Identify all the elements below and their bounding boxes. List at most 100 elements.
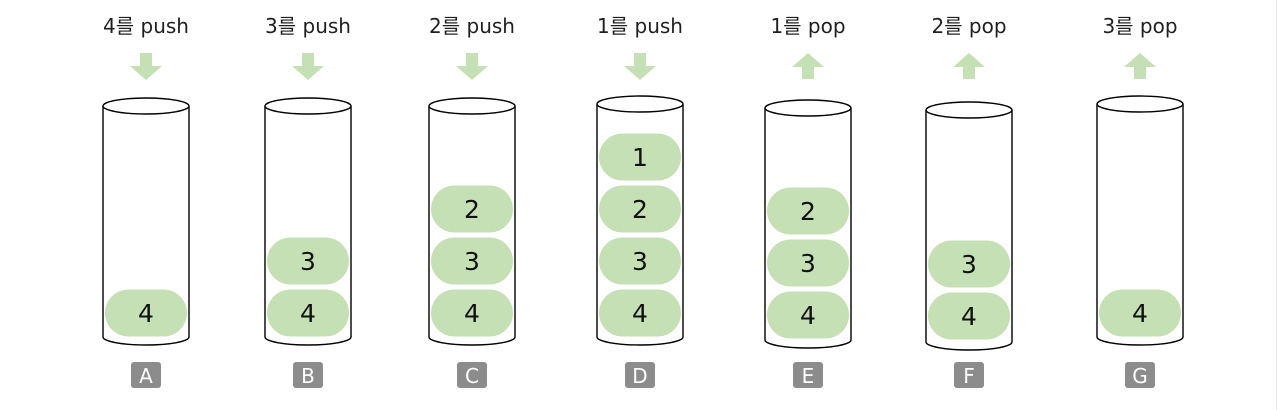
stack-badge-letter: E [802, 364, 815, 388]
stack-panel-f: 2를 pop 4 3F [925, 14, 1013, 388]
stack-item-box [431, 289, 513, 337]
stack-item-box [105, 289, 187, 337]
stack-panel-d: 1를 push 4 3 2 1D [596, 14, 684, 388]
stack-item: 1 [599, 133, 681, 181]
stack-badge-letter: B [301, 364, 315, 388]
push-arrow-down-icon [130, 53, 162, 80]
stack-badge-box [1125, 362, 1155, 388]
pop-arrow-up-icon [1124, 53, 1156, 79]
stack-badge-letter: G [1132, 364, 1148, 388]
stack-container-rim [596, 95, 684, 113]
operation-label: 3를 push [265, 14, 351, 38]
push-arrow-down-icon [624, 53, 656, 80]
stack-item-box [1099, 289, 1181, 337]
stack-item-box [767, 187, 849, 235]
stack-item-box [599, 289, 681, 337]
stack-panel-a: 4를 push 4A [102, 14, 190, 388]
stack-badge: A [131, 362, 161, 388]
stack-item-value: 2 [632, 195, 648, 224]
operation-label: 4를 push [103, 14, 189, 38]
stack-badge: C [457, 362, 487, 388]
stack-item-value: 3 [300, 247, 316, 276]
stack-item: 3 [767, 239, 849, 287]
stack-item-box [767, 291, 849, 339]
stack-badge-box [293, 362, 323, 388]
stack-item: 3 [431, 237, 513, 285]
stack-container-rim [102, 97, 190, 115]
stack-item-box [599, 237, 681, 285]
page-edge-divider [1276, 0, 1277, 410]
operation-label: 1를 push [597, 14, 683, 38]
stack-item-box [267, 237, 349, 285]
stack-item-box [431, 185, 513, 233]
stack-item-value: 4 [300, 299, 316, 328]
stack-container-rim [764, 99, 852, 117]
stack-item-box [928, 292, 1010, 340]
stack-item-box [928, 240, 1010, 288]
stack-badge-letter: C [465, 364, 479, 388]
stack-badge-letter: F [963, 364, 975, 388]
stack-item: 3 [928, 240, 1010, 288]
stack-item: 2 [767, 187, 849, 235]
stack-item-box [599, 133, 681, 181]
operation-label: 2를 pop [931, 14, 1006, 38]
stack-item-value: 4 [961, 302, 977, 331]
stack-item-value: 4 [632, 299, 648, 328]
stack-item-value: 3 [800, 249, 816, 278]
stack-item: 3 [599, 237, 681, 285]
stack-item: 2 [431, 185, 513, 233]
stack-item-box [599, 185, 681, 233]
stack-item: 4 [928, 292, 1010, 340]
stack-panel-c: 2를 push 4 3 2C [428, 14, 516, 388]
stack-item-value: 3 [464, 247, 480, 276]
stack-container-rim [925, 101, 1013, 119]
stack-item-value: 4 [464, 299, 480, 328]
stack-item-value: 3 [961, 250, 977, 279]
stack-container [102, 106, 190, 346]
operation-label: 3를 pop [1102, 14, 1177, 38]
stack-item: 4 [267, 289, 349, 337]
stack-panel-g: 3를 pop 4G [1096, 14, 1184, 388]
stack-item: 4 [105, 289, 187, 337]
stack-item: 4 [431, 289, 513, 337]
stack-badge-letter: A [139, 364, 153, 388]
stack-badge: F [954, 362, 984, 388]
stack-badge: D [625, 362, 655, 388]
stack-container-rim [1096, 95, 1184, 113]
stack-item-value: 2 [464, 195, 480, 224]
stack-item: 3 [267, 237, 349, 285]
stack-item: 2 [599, 185, 681, 233]
stack-badge: E [793, 362, 823, 388]
pop-arrow-up-icon [953, 53, 985, 79]
stack-panel-e: 1를 pop 4 3 2E [764, 14, 852, 388]
stack-container [925, 110, 1013, 351]
stack-item-box [267, 289, 349, 337]
stack-badge-letter: D [632, 364, 647, 388]
stack-item-value: 4 [138, 299, 154, 328]
stack-item-value: 3 [632, 247, 648, 276]
stack-item-box [767, 239, 849, 287]
stack-badge: B [293, 362, 323, 388]
stack-item: 4 [599, 289, 681, 337]
stack-item-value: 1 [632, 143, 648, 172]
stack-badge: G [1125, 362, 1155, 388]
stack-item: 4 [1099, 289, 1181, 337]
stack-panel-b: 3를 push 4 3B [264, 14, 352, 388]
stack-container [264, 106, 352, 346]
push-arrow-down-icon [456, 53, 488, 80]
stack-item: 4 [767, 291, 849, 339]
operation-label: 1를 pop [770, 14, 845, 38]
stack-container-rim [428, 97, 516, 115]
stack-container [1096, 104, 1184, 346]
stack-item-value: 2 [800, 197, 816, 226]
stack-badge-box [954, 362, 984, 388]
stack-badge-box [793, 362, 823, 388]
stack-container-rim [264, 97, 352, 115]
stack-badge-box [131, 362, 161, 388]
stack-item-value: 4 [1132, 299, 1148, 328]
push-arrow-down-icon [292, 53, 324, 80]
stack-badge-box [625, 362, 655, 388]
operation-label: 2를 push [429, 14, 515, 38]
stack-badge-box [457, 362, 487, 388]
